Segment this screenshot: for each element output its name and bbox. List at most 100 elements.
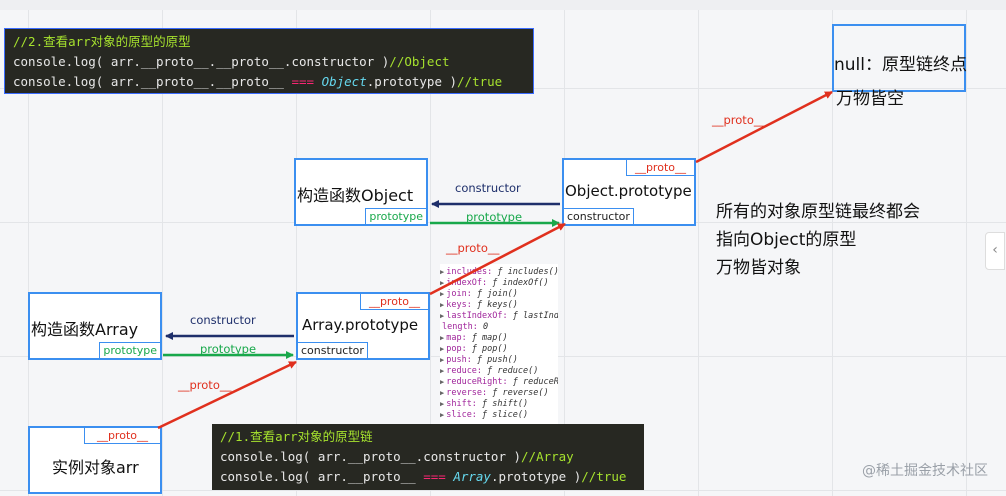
property-row[interactable]: ▶reduceRight: ƒ reduceR — [440, 377, 558, 388]
summary-note-line2: 指向Object的原型 — [716, 230, 857, 250]
property-row[interactable]: ▶shift: ƒ shift() — [440, 399, 558, 410]
array-constructor-label: 构造函数Array — [31, 320, 139, 339]
edge-label-array-prototype: prototype — [200, 342, 257, 356]
property-row[interactable]: ▶reverse: ƒ reverse() — [440, 388, 558, 399]
expand-triangle-icon: ▶ — [440, 378, 445, 386]
property-key: reduceRight: — [446, 377, 513, 387]
code-top-line2-op: === — [291, 74, 315, 89]
property-key: join: — [446, 289, 477, 299]
property-value: ƒ pop() — [471, 344, 508, 354]
property-row[interactable]: ▶reduce: ƒ reduce() — [440, 366, 558, 377]
edge-label-object-prototype: prototype — [466, 210, 523, 224]
property-row[interactable]: ▶join: ƒ join() — [440, 289, 558, 300]
array-prototype-label: Array.prototype — [302, 316, 419, 334]
property-value: ƒ map() — [471, 333, 508, 343]
object-prototype-constructor-tag: constructor — [563, 208, 634, 225]
property-value: ƒ reverse() — [492, 388, 549, 398]
code-block-top: //2.查看arr对象的原型的原型 console.log( arr.__pro… — [4, 28, 534, 94]
expand-triangle-icon: ▶ — [440, 334, 445, 342]
code-top-comment: //2.查看arr对象的原型的原型 — [13, 34, 191, 49]
property-key: reduce: — [446, 366, 488, 376]
code-top-line1: console.log( arr.__proto__.__proto__.con… — [13, 54, 390, 69]
expand-triangle-icon: ▶ — [440, 411, 445, 419]
property-key: lastIndexOf: — [446, 311, 513, 321]
expand-triangle-icon: ▶ — [440, 290, 445, 298]
property-row[interactable]: ▶lastIndexOf: ƒ lastInde — [440, 311, 558, 322]
expand-triangle-icon: ▶ — [440, 345, 445, 353]
code-top-line2: console.log( arr.__proto__.__proto__ — [13, 74, 292, 89]
property-value: ƒ indexOf() — [492, 278, 549, 288]
property-value: ƒ reduce() — [487, 366, 539, 376]
array-prototype-proto-tag: __proto__ — [359, 293, 429, 310]
edge-object-proto — [695, 90, 833, 164]
side-collapse-toggle[interactable]: ‹ — [985, 232, 1005, 270]
code-top-line2-ident: Object — [321, 74, 367, 89]
property-value: ƒ slice() — [482, 410, 529, 420]
edge-label-proto-to-array: __proto__ — [178, 378, 232, 392]
object-constructor-box: 构造函数Object prototype — [294, 158, 428, 226]
code-bottom-line2-comment: //true — [581, 469, 627, 484]
edge-array-proto — [429, 222, 566, 296]
null-box-title: null：原型链终点 — [834, 55, 967, 75]
edge-label-array-constructor: constructor — [190, 313, 256, 327]
array-prototype-box: __proto__ Array.prototype constructor — [296, 292, 430, 360]
array-prototype-properties-panel: ▶includes: ƒ includes()▶indexOf: ƒ index… — [440, 264, 558, 427]
property-value: ƒ join() — [476, 289, 518, 299]
property-value: ƒ includes() — [497, 267, 558, 277]
property-row[interactable]: length: 0 — [440, 322, 558, 333]
property-key: map: — [446, 333, 472, 343]
null-box-subtitle: 万物皆空 — [836, 89, 904, 109]
property-row[interactable]: ▶includes: ƒ includes() — [440, 267, 558, 278]
property-key: includes: — [446, 267, 497, 277]
property-key: keys: — [446, 300, 477, 310]
watermark: @稀土掘金技术社区 — [862, 463, 988, 479]
null-box — [832, 24, 966, 92]
summary-note: 所有的对象原型链最终都会 指向Object的原型 万物皆对象 — [716, 198, 920, 282]
property-value: ƒ push() — [476, 355, 518, 365]
edge-label-proto-to-object: __proto__ — [446, 241, 500, 255]
code-bottom-comment: //1.查看arr对象的原型链 — [220, 429, 373, 444]
edge-label-proto-to-null: __proto__ — [712, 113, 766, 127]
array-constructor-box: 构造函数Array prototype — [28, 292, 162, 360]
expand-triangle-icon: ▶ — [440, 356, 445, 364]
top-bar — [0, 0, 1006, 10]
property-value: ƒ lastInde — [512, 311, 558, 321]
code-top-line1-comment: //Object — [389, 54, 450, 69]
edge-label-object-constructor: constructor — [455, 181, 521, 195]
property-value: ƒ keys() — [476, 300, 518, 310]
array-constructor-prototype-tag: prototype — [99, 342, 161, 359]
property-row[interactable]: ▶pop: ƒ pop() — [440, 344, 558, 355]
code-block-bottom: //1.查看arr对象的原型链 console.log( arr.__proto… — [212, 424, 644, 490]
property-key: shift: — [446, 399, 483, 409]
code-bottom-line1: console.log( arr.__proto__.constructor ) — [220, 449, 522, 464]
property-key: slice: — [446, 410, 483, 420]
code-bottom-line2-ident: Array — [453, 469, 491, 484]
instance-arr-label: 实例对象arr — [52, 458, 139, 477]
property-key: pop: — [446, 344, 472, 354]
property-value: ƒ shift() — [482, 399, 529, 409]
instance-arr-box: __proto__ 实例对象arr — [28, 426, 162, 494]
property-row[interactable]: ▶slice: ƒ slice() — [440, 410, 558, 421]
summary-note-line1: 所有的对象原型链最终都会 — [716, 202, 920, 222]
property-row[interactable]: ▶keys: ƒ keys() — [440, 300, 558, 311]
code-bottom-line2-suffix: .prototype ) — [490, 469, 582, 484]
code-bottom-line2: console.log( arr.__proto__ — [220, 469, 424, 484]
code-top-line2-comment: //true — [457, 74, 503, 89]
code-bottom-line1-comment: //Array — [521, 449, 574, 464]
code-bottom-line2-op: === — [423, 469, 446, 484]
expand-triangle-icon: ▶ — [440, 400, 445, 408]
instance-arr-proto-tag: __proto__ — [83, 427, 161, 444]
property-row[interactable]: ▶push: ƒ push() — [440, 355, 558, 366]
expand-triangle-icon: ▶ — [440, 367, 445, 375]
array-prototype-constructor-tag: constructor — [297, 342, 368, 359]
object-constructor-prototype-tag: prototype — [365, 208, 427, 225]
property-row[interactable]: ▶indexOf: ƒ indexOf() — [440, 278, 558, 289]
code-top-line2-suffix: .prototype ) — [366, 74, 458, 89]
expand-triangle-icon: ▶ — [440, 279, 445, 287]
property-row[interactable]: ▶map: ƒ map() — [440, 333, 558, 344]
property-value: ƒ reduceR — [512, 377, 558, 387]
expand-triangle-icon: ▶ — [440, 268, 445, 276]
property-value: 0 — [482, 322, 489, 332]
object-prototype-box: __proto__ Object.prototype constructor — [562, 158, 696, 226]
